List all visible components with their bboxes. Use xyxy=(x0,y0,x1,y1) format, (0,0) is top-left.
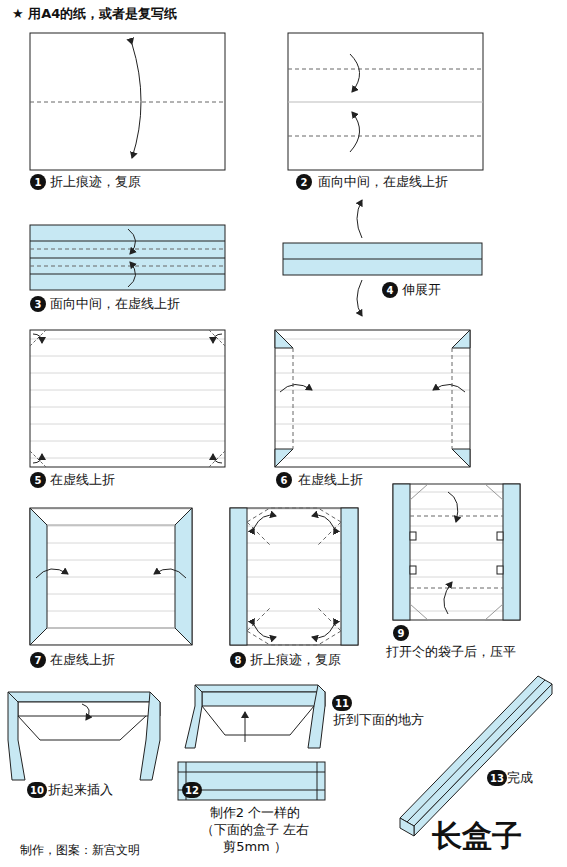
step-caption: 折上痕迹，复原 xyxy=(250,652,341,668)
step-caption: 在虚线上折 xyxy=(50,472,115,488)
step-caption: 打开仒的袋子后，压平 xyxy=(386,644,516,660)
step-number-text: 3 xyxy=(35,299,42,310)
step-number: 11 xyxy=(332,695,352,711)
step-caption: 伸展开 xyxy=(402,282,441,298)
step-number-text: 2 xyxy=(301,177,308,188)
step-number-text: 11 xyxy=(335,698,349,709)
step-number: 7 xyxy=(30,652,46,668)
step-number: 4 xyxy=(382,282,398,298)
step-number: 12 xyxy=(182,782,202,798)
step-number: 3 xyxy=(30,296,46,312)
step-caption: 制作2 个一样的 （下面的盒子 左右剪5mm ） xyxy=(200,804,310,855)
title: 长盒子 xyxy=(432,818,522,854)
credit-line: 制作，图案：新宫文明 xyxy=(20,842,140,858)
step-number-text: 10 xyxy=(30,785,44,796)
step-number-text: 8 xyxy=(235,655,242,666)
step-number: 10 xyxy=(27,782,47,798)
step-number: 6 xyxy=(276,472,292,488)
step-number-text: 1 xyxy=(35,177,42,188)
step-caption: 面向中间，在虚线上折 xyxy=(318,174,448,190)
step-caption: 折上痕迹，复原 xyxy=(50,174,141,190)
step-number-text: 7 xyxy=(35,655,42,666)
step-number-text: 9 xyxy=(398,628,405,639)
step-caption: 完成 xyxy=(507,770,533,786)
step-number: 2 xyxy=(296,174,312,190)
step-caption: 折起来插入 xyxy=(48,782,113,798)
header-note: ★ 用A4的纸，或者是复写纸 xyxy=(12,6,177,22)
step-caption: 面向中间，在虚线上折 xyxy=(50,296,180,312)
step-number: 1 xyxy=(30,174,46,190)
step-number-text: 5 xyxy=(35,475,42,486)
step-number: 9 xyxy=(393,625,409,641)
step-caption: 折到下面的地方 xyxy=(333,712,424,728)
step-number-text: 6 xyxy=(281,475,288,486)
step-number: 8 xyxy=(230,652,246,668)
step-number: 5 xyxy=(30,472,46,488)
step-caption: 在虚线上折 xyxy=(298,472,363,488)
step-number-text: 4 xyxy=(387,285,394,296)
step-number-text: 12 xyxy=(185,785,199,796)
step-number-text: 13 xyxy=(490,773,504,784)
step-number: 13 xyxy=(487,770,507,786)
step-caption: 在虚线上折 xyxy=(50,652,115,668)
